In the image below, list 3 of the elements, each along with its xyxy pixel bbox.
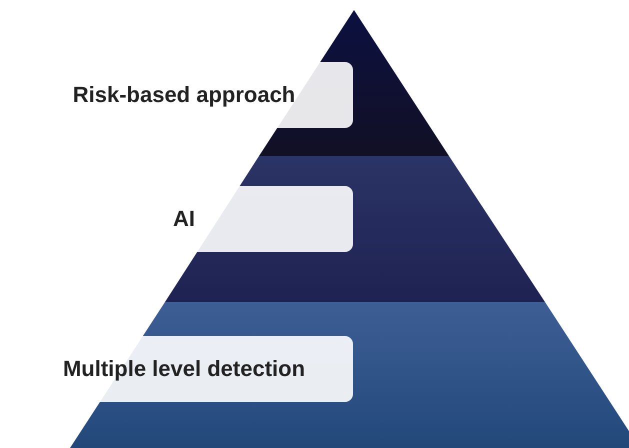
card-label: AI bbox=[173, 206, 195, 232]
card-label: Multiple level detection bbox=[62, 356, 306, 382]
card-label: Risk-based approach bbox=[72, 82, 296, 108]
